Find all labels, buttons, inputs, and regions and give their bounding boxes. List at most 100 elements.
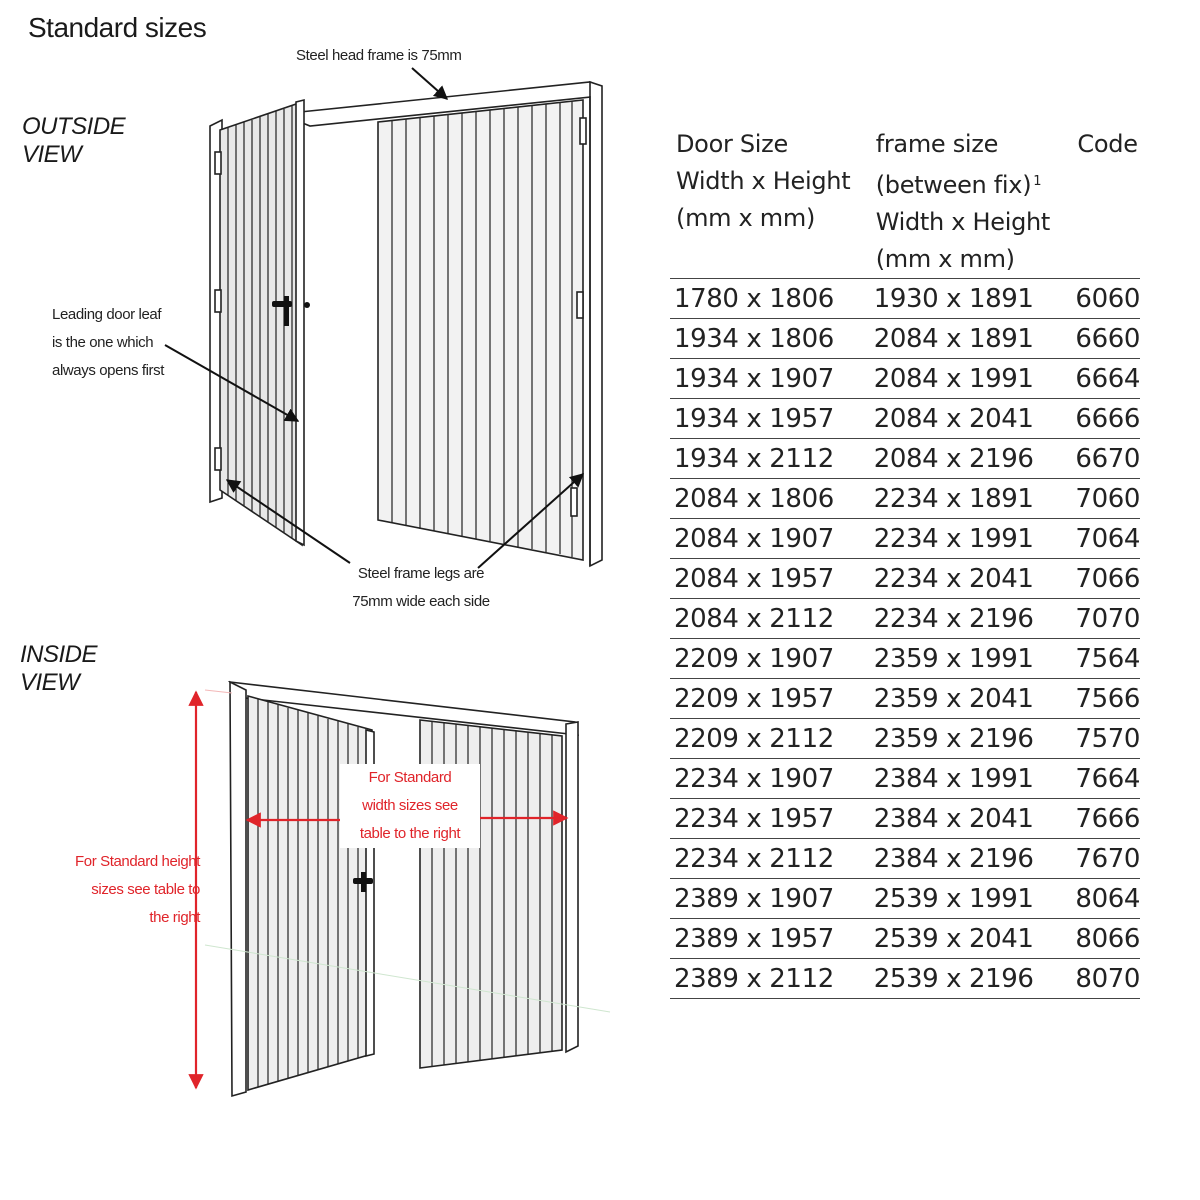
door-size-cell: 2084 x 1806 [670, 478, 870, 519]
frame-legs-note: Steel frame legs are 75mm wide each side [336, 560, 506, 616]
outside-label-line2: VIEW [22, 141, 82, 168]
frame-size-cell: 2539 x 1991 [869, 878, 1070, 919]
code-cell: 6664 [1069, 358, 1140, 399]
frame-legs-note-line: 75mm wide each side [352, 593, 490, 610]
leading-leaf-note-line: Leading door leaf [52, 306, 162, 323]
door-size-cell: 2389 x 1907 [670, 878, 870, 919]
header-line: frame size [875, 130, 999, 158]
frame-size-cell: 2234 x 2041 [869, 558, 1070, 599]
header-frame-size: frame size (between fix)1 Width x Height… [869, 124, 1070, 279]
height-note: For Standard height sizes see table to t… [40, 848, 200, 932]
width-note-line: table to the right [359, 825, 461, 842]
width-note-line: For Standard [368, 769, 452, 786]
left-door-leaf [219, 100, 303, 547]
inside-view-label: INSIDE VIEW [20, 641, 98, 697]
door-size-cell: 2084 x 2112 [670, 598, 870, 639]
code-cell: 7670 [1069, 838, 1140, 879]
table-header-row: Door Size Width x Height (mm x mm) frame… [670, 124, 1140, 279]
width-note: For Standard width sizes see table to th… [340, 764, 480, 848]
header-line: (between fix) [875, 171, 1032, 199]
frame-size-cell: 2084 x 2196 [869, 438, 1070, 479]
code-cell: 8066 [1069, 918, 1140, 959]
code-cell: 6666 [1069, 398, 1140, 439]
frame-size-cell: 2384 x 2041 [869, 798, 1070, 839]
outside-label-line1: OUTSIDE [22, 113, 126, 140]
head-frame-arrow [411, 67, 449, 100]
code-cell: 6660 [1069, 318, 1140, 359]
head-frame-note: Steel head frame is 75mm [296, 47, 462, 64]
frame-size-cell: 2539 x 2196 [869, 958, 1070, 999]
outside-view-drawing [209, 80, 603, 568]
frame-size-cell: 2084 x 1891 [869, 318, 1070, 359]
door-size-cell: 1934 x 1957 [670, 398, 870, 439]
code-cell: 7570 [1069, 718, 1140, 759]
inside-label-line1: INSIDE [20, 641, 98, 668]
frame-legs-note-line: Steel frame legs are [357, 565, 485, 582]
door-size-cell: 2209 x 1907 [670, 638, 870, 679]
inside-view-drawing [227, 680, 580, 1098]
inside-left-frame-leg [229, 680, 247, 1098]
leading-leaf-note: Leading door leaf is the one which alway… [52, 301, 164, 385]
door-size-cell: 2389 x 2112 [670, 958, 870, 999]
inside-dimension-arrows [188, 690, 569, 1090]
door-size-cell: 2389 x 1957 [670, 918, 870, 959]
frame-size-cell: 2359 x 2041 [869, 678, 1070, 719]
header-line: (mm x mm) [676, 204, 816, 232]
header-line: Width x Height [875, 208, 1051, 236]
header-line: Door Size [676, 130, 788, 158]
code-cell: 7066 [1069, 558, 1140, 599]
outside-view-label: OUTSIDE VIEW [22, 113, 126, 169]
frame-size-cell: 2234 x 2196 [869, 598, 1070, 639]
code-cell: 8070 [1069, 958, 1140, 999]
width-note-line: width sizes see [362, 797, 458, 814]
door-size-cell: 2234 x 2112 [670, 838, 870, 879]
door-size-cell: 1934 x 1907 [670, 358, 870, 399]
right-leaf-ribs [391, 101, 573, 557]
frame-size-cell: 2384 x 1991 [869, 758, 1070, 799]
leading-leaf-note-line: is the one which [52, 334, 154, 351]
page-title: Standard sizes [28, 12, 207, 43]
door-handle-icon [284, 296, 289, 326]
code-cell: 6670 [1069, 438, 1140, 479]
frame-size-cell: 2084 x 2041 [869, 398, 1070, 439]
frame-size-cell: 2234 x 1891 [869, 478, 1070, 519]
height-note-line: the right [149, 909, 200, 926]
right-door-leaf [377, 99, 584, 561]
frame-size-cell: 2359 x 2196 [869, 718, 1070, 759]
frame-size-cell: 2084 x 1991 [869, 358, 1070, 399]
door-size-cell: 2084 x 1907 [670, 518, 870, 559]
outside-annotation-arrows [164, 67, 585, 569]
frame-size-cell: 1930 x 1891 [869, 278, 1070, 319]
code-cell: 7060 [1069, 478, 1140, 519]
frame-leg-arrow-right [477, 473, 585, 569]
leading-leaf-note-line: always opens first [52, 362, 165, 379]
code-cell: 7666 [1069, 798, 1140, 839]
right-frame-leg [589, 80, 603, 568]
code-cell: 7564 [1069, 638, 1140, 679]
footnote-marker: 1 [1033, 174, 1042, 189]
header-door-size: Door Size Width x Height (mm x mm) [670, 124, 870, 279]
door-size-cell: 1934 x 1806 [670, 318, 870, 359]
door-size-cell: 2209 x 2112 [670, 718, 870, 759]
door-size-cell: 2084 x 1957 [670, 558, 870, 599]
inside-label-line2: VIEW [20, 669, 80, 696]
frame-size-cell: 2539 x 2041 [869, 918, 1070, 959]
frame-size-cell: 2234 x 1991 [869, 518, 1070, 559]
